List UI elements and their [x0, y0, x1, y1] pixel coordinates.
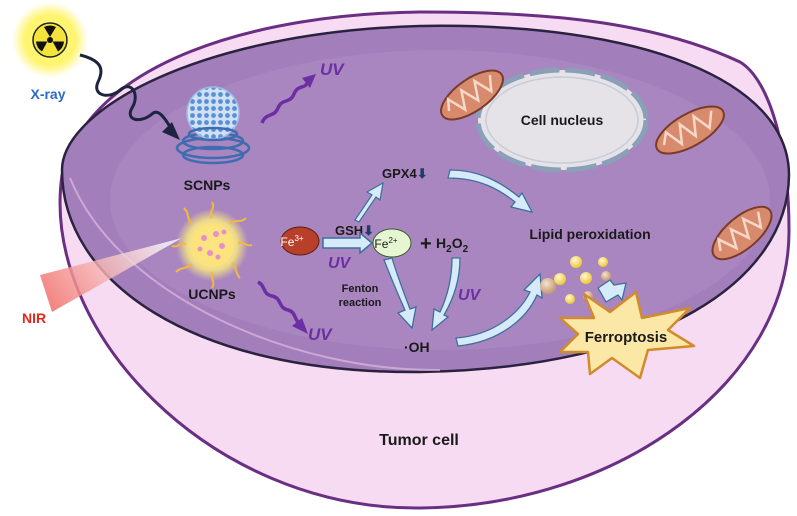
gsh-to-gpx4-arrow: [354, 181, 384, 223]
fenton-label-2: reaction: [339, 297, 382, 309]
fe-conversion-arrow: [322, 231, 374, 255]
lipid-to-ferroptosis-arrow: [597, 279, 627, 303]
cell-inner-rim: [69, 177, 441, 372]
mitochondrion-icon: [655, 105, 725, 155]
scnps-label: SCNPs: [184, 177, 231, 193]
mitochondrion-icon: [711, 205, 773, 261]
uv-arrowhead-top: [302, 74, 316, 88]
uv-wave-top: [260, 81, 310, 124]
xray-arrowhead: [162, 122, 180, 140]
uv-label-bottom: UV: [308, 325, 333, 344]
uv-label-oh: UV: [458, 287, 482, 304]
ucnps-label: UCNPs: [188, 286, 236, 302]
tumor-cell-label: Tumor cell: [379, 432, 459, 449]
plus-sign: +: [420, 233, 432, 255]
xray-wave: [79, 53, 174, 131]
radiation-icon: [12, 2, 88, 78]
scnp-icon: [175, 86, 251, 165]
mitochondrion-icon: [440, 69, 504, 121]
fe2-ion: [372, 228, 412, 258]
ucnp-icon: [171, 201, 253, 289]
fe2-to-oh-arrow: [383, 257, 417, 330]
h2o2-to-oh-arrow: [431, 257, 461, 332]
uv-wave-bottom: [257, 280, 302, 326]
nir-label: NIR: [22, 310, 46, 326]
cell-nucleus-label: Cell nucleus: [521, 112, 604, 128]
ferroptosis-label: Ferroptosis: [585, 329, 668, 346]
hydroxyl-radical-label: ·OH: [404, 339, 430, 355]
uv-label-fe: UV: [328, 255, 352, 272]
nir-beam: [40, 238, 182, 312]
fe2-label: Fe2+: [374, 236, 397, 251]
fe3-ion: [280, 226, 320, 256]
uv-label-top: UV: [320, 60, 345, 79]
fe3-label: Fe3+: [280, 234, 303, 249]
cell-nucleus: Cell nucleus: [475, 67, 649, 173]
lipid-droplets-icon: [540, 256, 611, 304]
gsh-label: GSH⬇: [335, 223, 374, 238]
oh-to-lipid-arrow: [455, 272, 543, 347]
xray-label: X-ray: [30, 86, 65, 102]
lipid-peroxidation-label: Lipid peroxidation: [529, 226, 650, 242]
uv-arrowhead-bottom: [292, 318, 308, 334]
fenton-label-1: Fenton: [342, 283, 379, 295]
gpx4-label: GPX4⬇: [382, 166, 428, 181]
gpx4-to-lipid-arrow: [447, 169, 534, 213]
h2o2-label: H2O2: [436, 235, 469, 255]
burst-icon: [558, 290, 696, 380]
